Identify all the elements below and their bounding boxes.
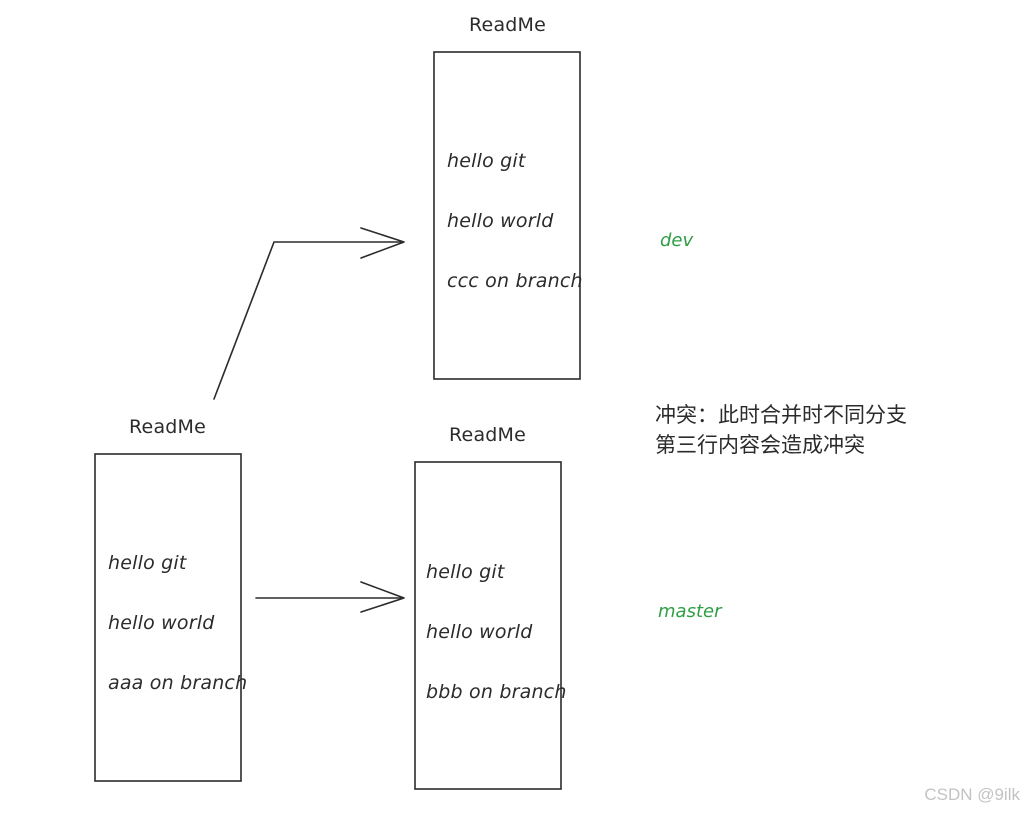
branch-label-master: master <box>658 601 722 622</box>
dev-box-line-2: hello world <box>447 210 554 232</box>
conflict-note-line-2: 第三行内容会造成冲突 <box>655 433 865 457</box>
dev-box-line-3: ccc on branch <box>447 270 583 292</box>
base-box-line-2: hello world <box>108 612 215 634</box>
conflict-note-line-1: 冲突：此时合并时不同分支 <box>655 403 907 427</box>
dev-box-line-1: hello git <box>447 150 526 172</box>
master-box-line-2: hello world <box>426 621 533 643</box>
base-readme-box <box>94 453 242 782</box>
watermark: CSDN @9ilk <box>924 785 1020 804</box>
arrow-to-dev <box>213 227 405 400</box>
arrow-to-master <box>255 581 405 613</box>
dev-box-title: ReadMe <box>469 14 547 36</box>
base-box-line-1: hello git <box>108 552 187 574</box>
master-box-line-1: hello git <box>426 561 505 583</box>
base-box-line-3: aaa on branch <box>108 672 248 694</box>
conflict-note: 冲突：此时合并时不同分支 第三行内容会造成冲突 <box>655 400 907 460</box>
dev-readme-box <box>433 51 581 380</box>
master-box-line-3: bbb on branch <box>426 681 567 703</box>
branch-label-dev: dev <box>660 230 694 251</box>
base-box-title: ReadMe <box>129 416 207 438</box>
master-readme-box <box>414 461 562 790</box>
master-box-title: ReadMe <box>449 424 527 446</box>
